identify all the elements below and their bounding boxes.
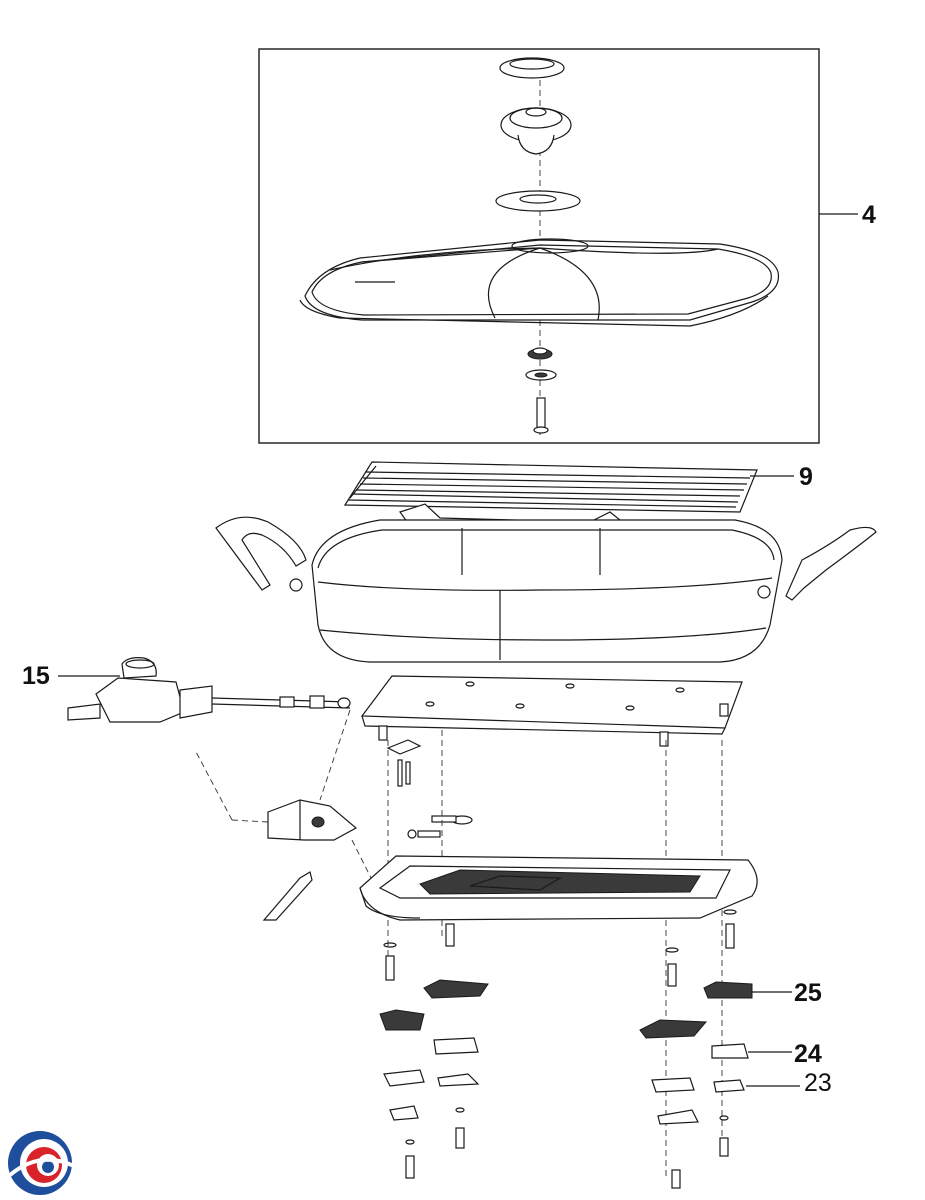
- callout-23: 23: [804, 1069, 832, 1097]
- pan-body: [215, 516, 877, 663]
- right-rear-foot-stack: [703, 909, 753, 1157]
- left-rear-foot-stack: [423, 923, 489, 1149]
- lid-assembly: [258, 48, 820, 444]
- connector-housing: [194, 709, 373, 921]
- lid-fasteners: [525, 347, 557, 434]
- callout-15: 15: [22, 662, 50, 690]
- knob-cap: [499, 57, 565, 79]
- callout-25: 25: [794, 979, 822, 1007]
- callout-9: 9: [799, 463, 813, 491]
- lid-knob: [500, 107, 572, 155]
- lid-assembly-frame: [258, 48, 820, 444]
- right-front-foot-stack: [639, 947, 708, 1189]
- plate-screws: [386, 739, 473, 839]
- heating-plate: [360, 675, 743, 747]
- callout-24: 24: [794, 1040, 822, 1068]
- callout-4: 4: [862, 201, 876, 229]
- glass-lid: [299, 238, 780, 327]
- left-front-foot-stack: [379, 942, 425, 1179]
- temperature-control: [67, 657, 351, 723]
- brand-logo: [8, 1131, 75, 1195]
- knob-base: [495, 190, 581, 212]
- base-housing: [359, 855, 758, 921]
